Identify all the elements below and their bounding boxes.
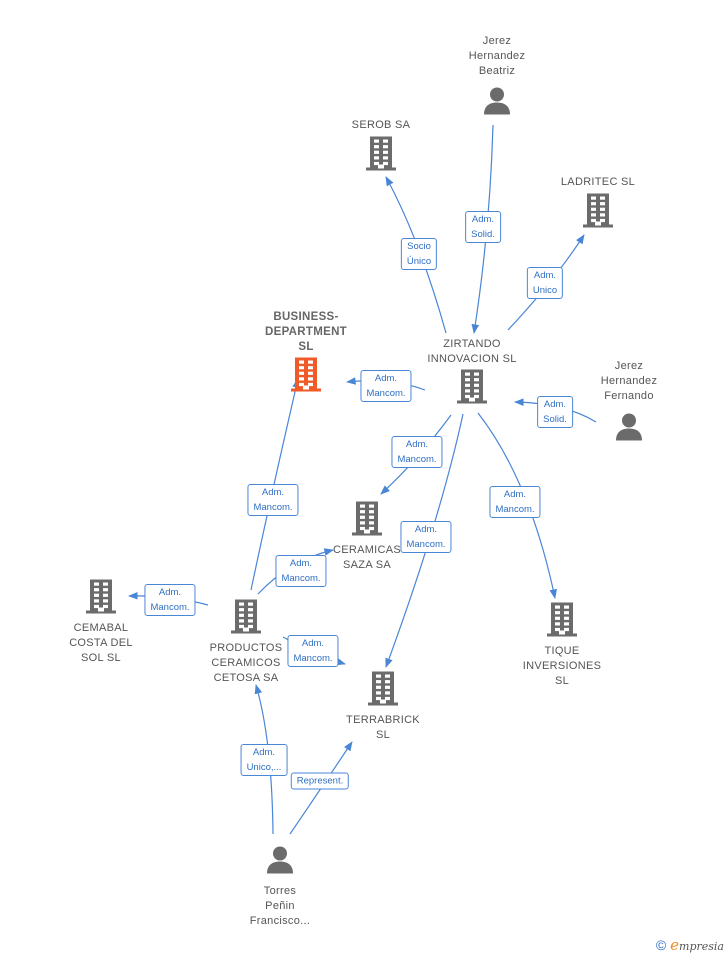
relation-label[interactable]: Adm. Mancom. bbox=[275, 555, 327, 587]
node-label-line: Jerez bbox=[482, 35, 512, 47]
node-label-line: ZIRTANDO bbox=[443, 338, 501, 350]
node-label-line: DEPARTMENT bbox=[264, 326, 348, 338]
relation-label-line: Adm. bbox=[533, 270, 557, 281]
relation-label[interactable]: Adm. Mancom. bbox=[360, 370, 412, 402]
company-name[interactable]: TIQUE INVERSIONES SL bbox=[523, 644, 602, 689]
relation-label-line: Mancom. bbox=[397, 454, 437, 465]
node-label-line: PRODUCTOS bbox=[209, 642, 283, 654]
relation-label-line: Adm. bbox=[543, 399, 567, 410]
highlighted-building-icon[interactable] bbox=[289, 357, 323, 398]
person-icon[interactable] bbox=[482, 86, 512, 121]
relation-label[interactable]: Adm. Mancom. bbox=[247, 484, 299, 516]
node-label-line: Jerez bbox=[614, 360, 644, 372]
relation-label-line: Unico bbox=[532, 285, 558, 296]
node-label-line: SL bbox=[298, 341, 314, 353]
footer-brand: ©empresia bbox=[656, 936, 724, 954]
node-label-line: CERAMICAS bbox=[332, 544, 402, 556]
relation-label-line: Adm. bbox=[503, 489, 527, 500]
relation-label[interactable]: Adm. Mancom. bbox=[400, 521, 452, 553]
node-label-line: CERAMICOS bbox=[211, 657, 281, 669]
relation-label-line: Adm. bbox=[289, 558, 313, 569]
relation-label-line: Solid. bbox=[471, 229, 495, 240]
building-icon[interactable] bbox=[229, 599, 263, 640]
relation-label-line: Adm. bbox=[471, 214, 495, 225]
node-label-line: Francisco... bbox=[249, 915, 311, 927]
company-name[interactable]: ZIRTANDO INNOVACION SL bbox=[427, 337, 516, 367]
relation-label-line: Único bbox=[406, 256, 432, 267]
relation-label-line: Mancom. bbox=[366, 388, 406, 399]
company-name[interactable]: LADRITEC SL bbox=[561, 175, 635, 190]
node-label-line: COSTA DEL bbox=[69, 637, 133, 649]
company-name[interactable]: BUSINESS- DEPARTMENT SL bbox=[265, 310, 347, 355]
relation-label-line: Mancom. bbox=[281, 573, 321, 584]
node-label-line: TIQUE bbox=[544, 645, 580, 657]
relation-label-line: Represent. bbox=[296, 775, 344, 787]
relation-label[interactable]: Adm. Mancom. bbox=[489, 486, 541, 518]
building-icon[interactable] bbox=[366, 671, 400, 712]
relation-label-line: Mancom. bbox=[253, 502, 293, 513]
node-label-line: BUSINESS- bbox=[273, 311, 339, 323]
copyright-symbol: © bbox=[655, 937, 667, 953]
relation-label-line: Adm. bbox=[414, 524, 438, 535]
building-icon[interactable] bbox=[545, 602, 579, 643]
relation-label[interactable]: Adm. Unico bbox=[526, 267, 564, 299]
node-label-line: Hernandez bbox=[468, 50, 526, 62]
brand-initial: e bbox=[670, 936, 680, 954]
relation-label-line: Adm. bbox=[158, 587, 182, 598]
node-label-line: INVERSIONES bbox=[522, 660, 602, 672]
node-label-line: SEROB SA bbox=[351, 119, 411, 131]
person-icon[interactable] bbox=[265, 845, 295, 880]
node-label-line: Beatriz bbox=[478, 65, 516, 77]
node-label-line: CEMABAL bbox=[73, 622, 129, 634]
node-label-line: SL bbox=[375, 729, 391, 741]
relation-label-line: Socio bbox=[407, 241, 431, 252]
relation-label-line: Adm. bbox=[252, 747, 276, 758]
relation-label-line: Adm. bbox=[261, 487, 285, 498]
relation-label-line: Adm. bbox=[301, 638, 325, 649]
node-label-line: LADRITEC SL bbox=[560, 176, 636, 188]
node-label-line: INNOVACION SL bbox=[427, 353, 517, 365]
company-name[interactable]: TERRABRICK SL bbox=[346, 713, 420, 743]
person-icon[interactable] bbox=[614, 412, 644, 447]
relation-label-line: Unico,... bbox=[246, 762, 282, 773]
relation-label-line: Mancom. bbox=[406, 539, 446, 550]
relation-label[interactable]: Adm. Mancom. bbox=[287, 635, 339, 667]
relation-label-line: Mancom. bbox=[150, 602, 190, 613]
brand-name: mpresia bbox=[679, 940, 724, 953]
relation-label[interactable]: Adm. Unico,... bbox=[240, 744, 288, 776]
company-name[interactable]: SEROB SA bbox=[352, 118, 411, 133]
building-icon[interactable] bbox=[455, 369, 489, 410]
relation-label-line: Mancom. bbox=[495, 504, 535, 515]
building-icon[interactable] bbox=[581, 193, 615, 234]
company-name[interactable]: CERAMICAS SAZA SA bbox=[333, 543, 401, 573]
node-label-line: SOL SL bbox=[81, 652, 121, 664]
node-label-line: CETOSA SA bbox=[213, 672, 279, 684]
node-label-line: TERRABRICK bbox=[346, 714, 420, 726]
relation-label[interactable]: Adm. Solid. bbox=[537, 396, 573, 428]
node-label-line: Fernando bbox=[604, 390, 654, 402]
relation-label[interactable]: Adm. Mancom. bbox=[391, 436, 443, 468]
relation-label-line: Adm. bbox=[405, 439, 429, 450]
node-label-line: Torres bbox=[263, 885, 297, 897]
node-label-line: Hernandez bbox=[600, 375, 658, 387]
building-icon[interactable] bbox=[350, 501, 384, 542]
relation-label[interactable]: Represent. bbox=[290, 772, 350, 790]
building-icon[interactable] bbox=[84, 579, 118, 620]
company-name[interactable]: CEMABAL COSTA DEL SOL SL bbox=[69, 621, 133, 666]
relation-label-line: Mancom. bbox=[293, 653, 333, 664]
node-label-line: Peñin bbox=[265, 900, 295, 912]
relation-label[interactable]: Adm. Mancom. bbox=[144, 584, 196, 616]
node-label-line: SAZA SA bbox=[343, 559, 391, 571]
relation-label[interactable]: Adm. Solid. bbox=[465, 211, 501, 243]
relation-label-line: Adm. bbox=[374, 373, 398, 384]
node-label-line: SL bbox=[554, 675, 570, 687]
building-icon[interactable] bbox=[364, 136, 398, 177]
company-name[interactable]: PRODUCTOS CERAMICOS CETOSA SA bbox=[210, 641, 283, 686]
relation-label-line: Solid. bbox=[543, 414, 567, 425]
